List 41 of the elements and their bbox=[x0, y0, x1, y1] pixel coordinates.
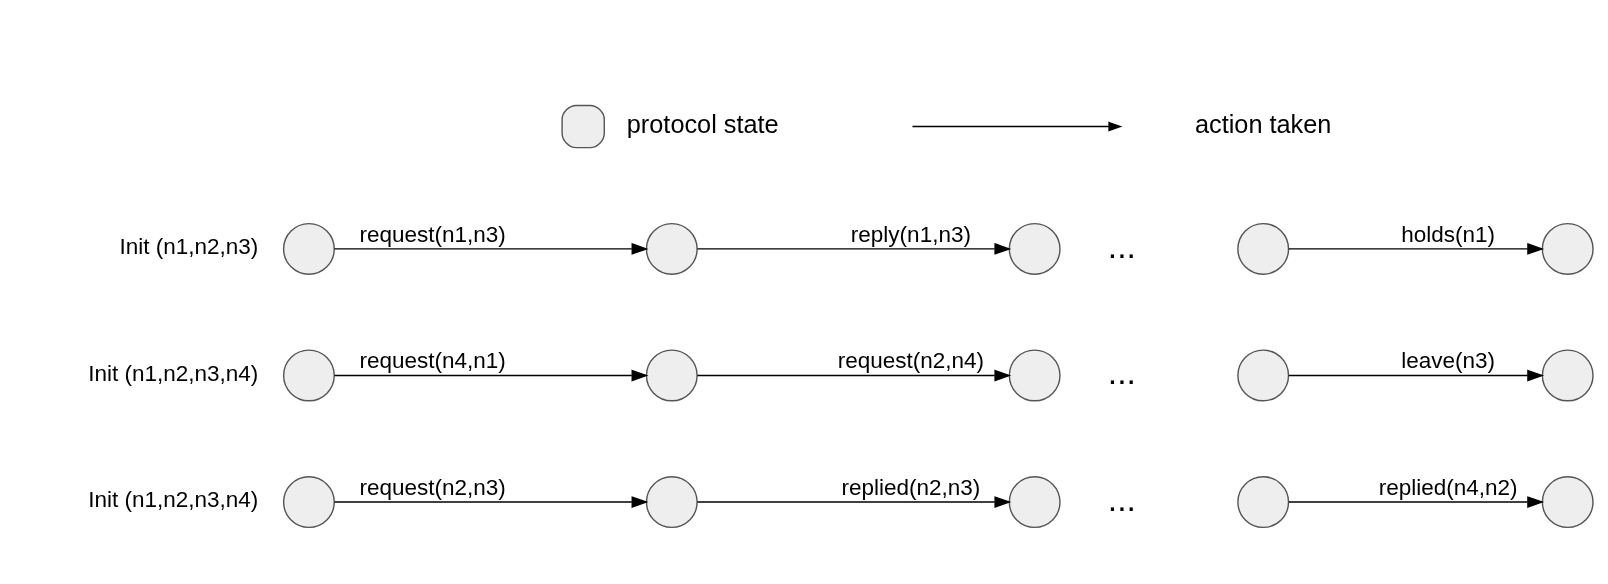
label: ... bbox=[1107, 226, 1136, 265]
node-circle bbox=[645, 222, 698, 275]
node-circle bbox=[1541, 222, 1594, 275]
legend-label: protocol state bbox=[626, 109, 779, 138]
edge-label: request(n2,n3) bbox=[359, 474, 506, 500]
arrow bbox=[333, 242, 649, 255]
node-label: Init (n1,n2,n3) bbox=[119, 233, 259, 259]
node-circle bbox=[1008, 222, 1061, 275]
edge-label: replied(n2,n3) bbox=[841, 474, 981, 500]
edge-label: replied(n4,n2) bbox=[1378, 474, 1518, 500]
arrow bbox=[1288, 242, 1545, 255]
arrow bbox=[1288, 495, 1545, 508]
arrow bbox=[333, 369, 649, 381]
node-circle bbox=[1237, 475, 1290, 528]
node-circle bbox=[282, 348, 335, 401]
node-circle bbox=[1008, 348, 1061, 401]
label: ... bbox=[1107, 479, 1136, 518]
edge-label: request(n1,n3) bbox=[359, 221, 506, 247]
arrow bbox=[696, 369, 1012, 381]
node-circle bbox=[282, 222, 335, 275]
arrow bbox=[696, 242, 1012, 255]
node-circle bbox=[1237, 348, 1290, 401]
edge-label: reply(n1,n3) bbox=[850, 221, 971, 247]
node-circle bbox=[1237, 222, 1290, 275]
node-circle bbox=[645, 475, 698, 528]
arrow bbox=[1288, 369, 1545, 381]
arrow bbox=[696, 495, 1012, 508]
node-circle bbox=[282, 475, 335, 528]
legend-label: action taken bbox=[1194, 109, 1332, 138]
edge-label: holds(n1) bbox=[1401, 221, 1496, 247]
label: ... bbox=[1107, 352, 1136, 391]
edge-label: request(n4,n1) bbox=[359, 347, 506, 373]
edge-label: request(n2,n4) bbox=[837, 347, 985, 373]
node-circle bbox=[1541, 475, 1594, 528]
arrow bbox=[333, 495, 649, 508]
node-circle bbox=[645, 348, 698, 401]
node-circle bbox=[1008, 475, 1061, 528]
edge-label: leave(n3) bbox=[1401, 347, 1496, 373]
node-label: Init (n1,n2,n3,n4) bbox=[88, 486, 259, 512]
node-label: Init (n1,n2,n3,n4) bbox=[88, 360, 259, 386]
node-circle bbox=[1541, 348, 1594, 401]
